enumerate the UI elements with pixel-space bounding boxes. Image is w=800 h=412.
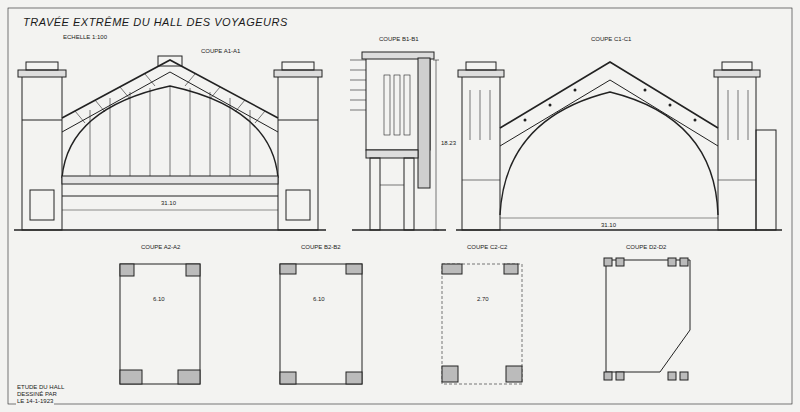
dimension-label: LE 14-1-1923	[16, 398, 54, 405]
dimension-label: 6.10	[312, 296, 326, 303]
section-label: COUPE C2-C2	[466, 244, 508, 251]
drawing-title: TRAVÉE EXTRÊME DU HALL DES VOYAGEURS	[22, 16, 289, 28]
dimension-label: 18.23	[440, 140, 457, 147]
dimension-label: ETUDE DU HALL	[16, 384, 65, 391]
section-label: COUPE A2-A2	[140, 244, 181, 251]
dimension-label: ECHELLE 1:100	[62, 34, 108, 41]
dimension-label: DESSINÉ PAR	[16, 391, 58, 398]
dimension-label: 6.10	[152, 296, 166, 303]
section-label: COUPE B2-B2	[300, 244, 342, 251]
section-label: COUPE D2-D2	[625, 244, 667, 251]
dimension-label: 2.70	[476, 296, 490, 303]
section-label: COUPE A1-A1	[200, 48, 241, 55]
section-label: COUPE C1-C1	[590, 36, 632, 43]
section-label: COUPE B1-B1	[378, 36, 420, 43]
dimension-label: 31.10	[600, 222, 617, 229]
dimension-label: 31.10	[160, 200, 177, 207]
